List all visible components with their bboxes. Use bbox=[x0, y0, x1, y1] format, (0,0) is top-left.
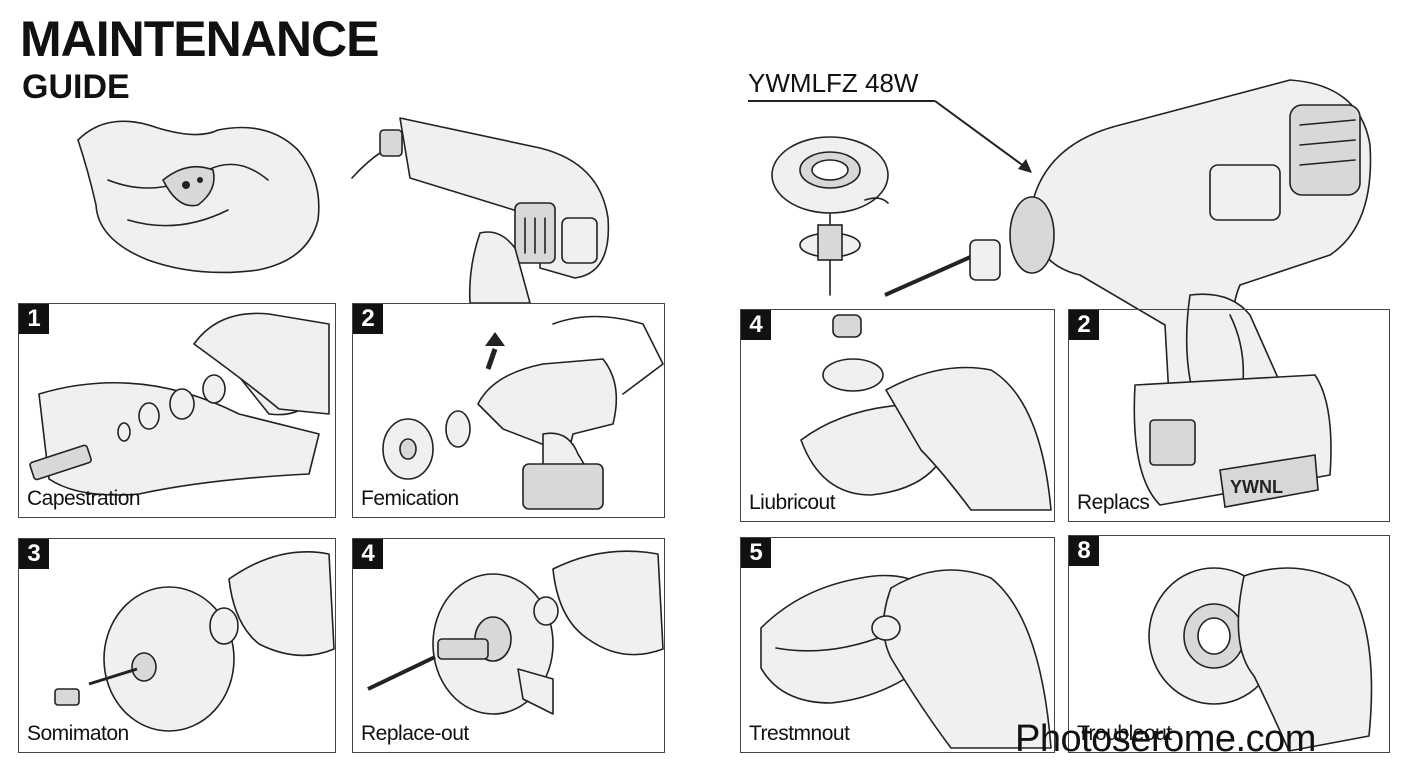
step-caption: Replacs bbox=[1077, 491, 1150, 514]
step-4-illustration bbox=[367, 550, 664, 715]
step-2-illustration bbox=[382, 315, 664, 510]
step-panel-6: 2 Replacs bbox=[1068, 309, 1390, 522]
step-number-badge: 3 bbox=[19, 539, 49, 569]
model-label: YWMLFZ 48W bbox=[748, 68, 919, 98]
step-caption: Liubricout bbox=[749, 491, 836, 514]
step-number-badge: 4 bbox=[741, 310, 771, 340]
step-number-badge: 5 bbox=[741, 538, 771, 568]
step-8-illustration bbox=[1148, 567, 1373, 752]
cloth-illustration bbox=[77, 120, 320, 274]
step-caption: Troubleout bbox=[1077, 722, 1172, 745]
step-caption: Trestmnout bbox=[749, 722, 850, 745]
step-caption: Somimaton bbox=[27, 722, 129, 745]
step-panel-7: 5 Trestmnout bbox=[740, 537, 1055, 753]
guide-subtitle: GUIDE bbox=[22, 68, 130, 106]
step-panel-2: 2 Femication bbox=[352, 303, 665, 518]
step-3-illustration bbox=[54, 551, 335, 732]
step-5-illustration bbox=[800, 314, 1052, 511]
step-1-illustration bbox=[29, 312, 330, 496]
impact-driver-illustration: YWNL bbox=[771, 79, 1372, 508]
step-panel-5: 4 Liubricout bbox=[740, 309, 1055, 522]
step-caption: Femication bbox=[361, 487, 459, 510]
model-callout-arrow bbox=[748, 100, 1032, 173]
step-number-badge: 4 bbox=[353, 539, 383, 569]
step-caption: Capestration bbox=[27, 487, 141, 510]
step-number-badge: 2 bbox=[1069, 310, 1099, 340]
step-caption: Replace-out bbox=[361, 722, 469, 745]
watermark: Photoserome.com bbox=[1015, 718, 1316, 760]
step-7-illustration bbox=[760, 569, 1052, 749]
step-panel-4: 4 Replace-out bbox=[352, 538, 665, 753]
drill-with-hand-illustration bbox=[351, 117, 610, 303]
step-panel-3: 3 Somimaton bbox=[18, 538, 336, 753]
step-number-badge: 2 bbox=[353, 304, 383, 334]
guide-title: MAINTENANCE bbox=[20, 11, 379, 67]
step-panel-1: 1 Capestration bbox=[18, 303, 336, 518]
battery-label: YWNL bbox=[1230, 477, 1283, 497]
step-number-badge: 1 bbox=[19, 304, 49, 334]
step-panel-8: 8 Troubleout bbox=[1068, 535, 1390, 753]
step-number-badge: 8 bbox=[1069, 536, 1099, 566]
